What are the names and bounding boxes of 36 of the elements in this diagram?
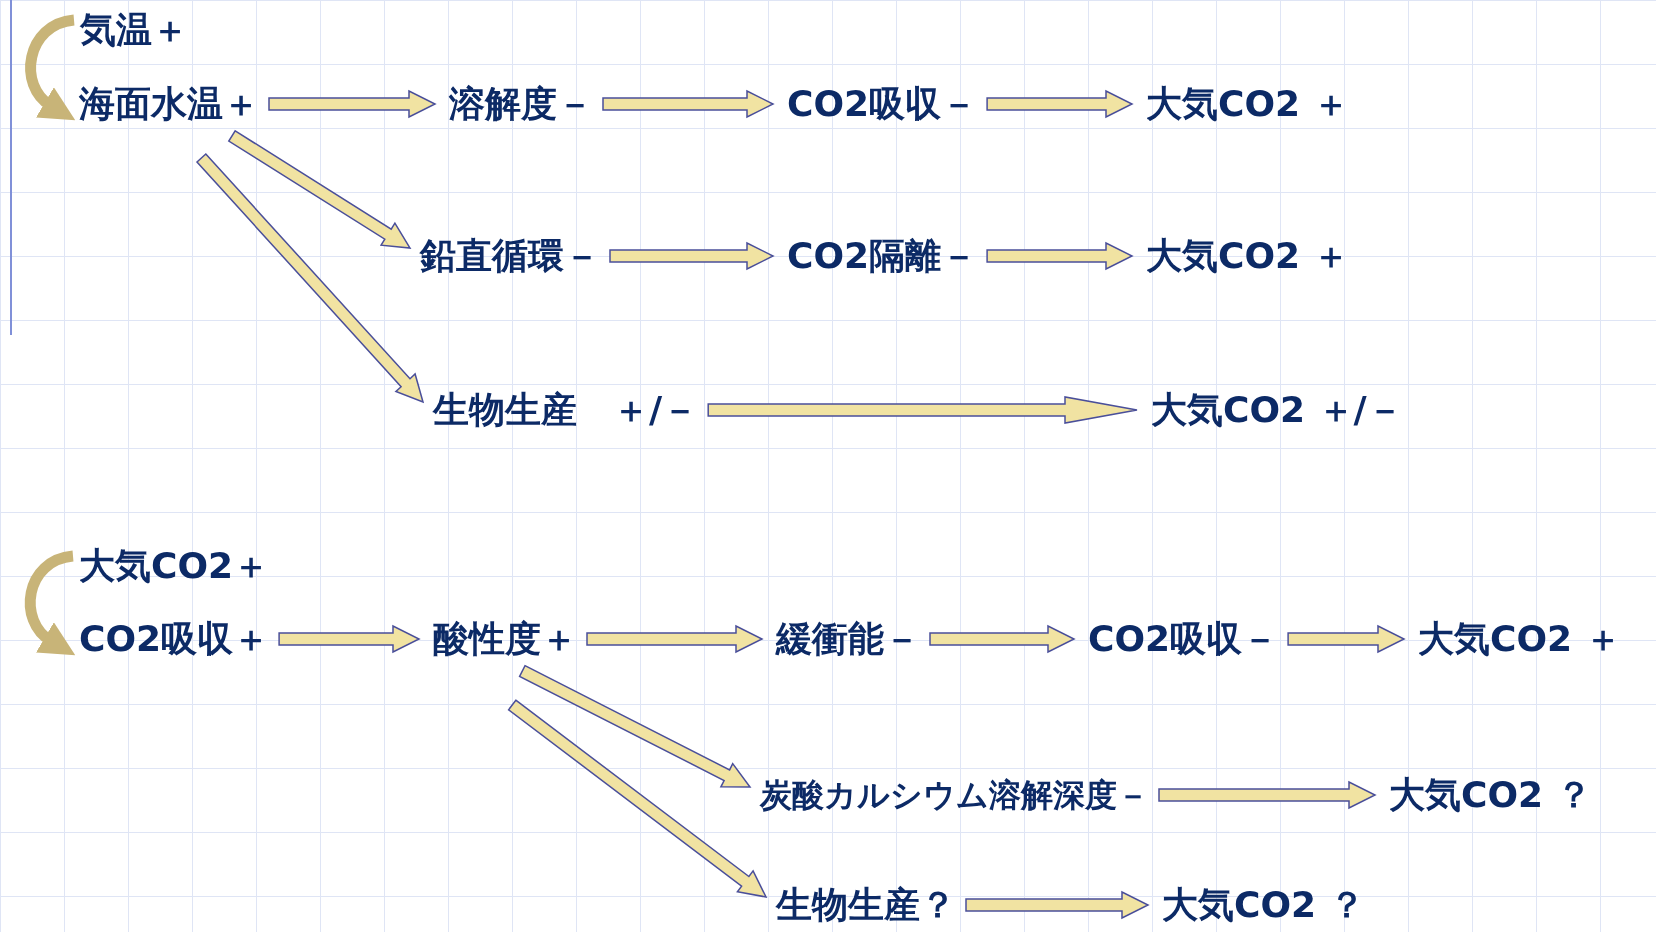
block-arrow [986,241,1134,271]
block-arrow [1158,780,1377,810]
node-label: 生物生産 ＋/－ [433,388,699,432]
node-label: 海面水温＋ [79,82,259,126]
block-arrow [586,624,764,654]
node-label: 気温＋ [80,8,188,52]
block-arrow [707,396,1138,424]
block-arrow [195,152,425,404]
block-arrow [965,890,1150,920]
node-label: 生物生産？ [776,883,956,927]
node-label: 大気CO2 ＋ [1146,82,1349,126]
block-arrow [609,241,775,271]
node-label: 大気CO2 ？ [1389,773,1592,817]
node-label: 大気CO2 ＋ [1418,617,1621,661]
node-label: 炭酸カルシウム溶解深度－ [760,773,1149,817]
node-label: 大気CO2 ？ [1162,883,1365,927]
block-arrow [268,89,437,119]
node-label: CO2吸収－ [1088,617,1279,661]
block-arrow [1287,624,1406,654]
node-label: 大気CO2＋ [79,544,270,588]
node-label: CO2吸収＋ [79,617,270,661]
node-label: 酸性度＋ [433,617,577,661]
block-arrow [986,89,1134,119]
block-arrow [518,664,752,788]
block-arrow [227,129,412,249]
block-arrow [507,699,768,898]
node-label: 溶解度－ [449,82,593,126]
node-label: 鉛直循環－ [420,234,600,278]
block-arrow [278,624,421,654]
block-arrow [929,624,1076,654]
node-label: CO2隔離－ [787,234,978,278]
block-arrow [602,89,775,119]
node-label: 大気CO2 ＋ [1146,234,1349,278]
node-label: 大気CO2 ＋/－ [1151,388,1403,432]
node-label: CO2吸収－ [787,82,978,126]
node-label: 緩衝能－ [776,617,920,661]
